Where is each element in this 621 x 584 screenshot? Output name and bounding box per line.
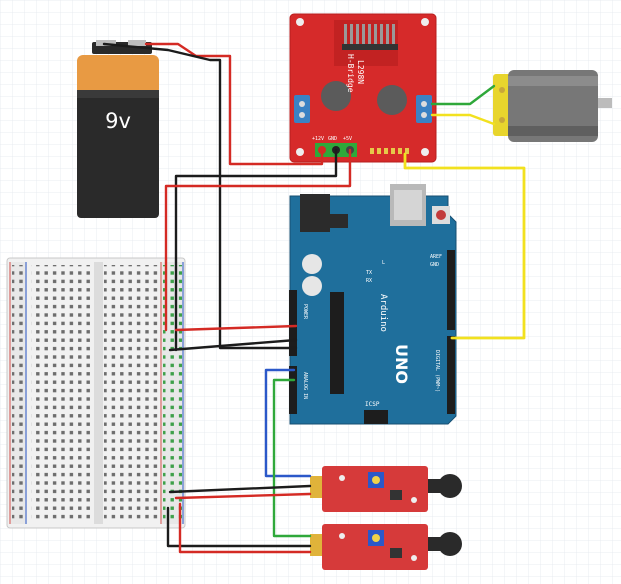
arduino-l: L: [382, 260, 385, 266]
hbridge-pin-5v: +5V: [343, 136, 352, 142]
ir-sensor-bottom: [310, 524, 462, 570]
wire-hbridge-gnd: [174, 148, 338, 352]
arduino-model: UNO: [392, 344, 411, 384]
hbridge-pin-12v: +12V: [312, 136, 324, 142]
hbridge-name-label: H-Bridge: [346, 54, 355, 93]
wire-sensor1-vcc: [174, 492, 312, 500]
arduino-icsp: ICSP: [365, 401, 380, 408]
wire-battery-positive: [144, 42, 324, 166]
wire-signal-yellow: [403, 152, 526, 340]
arduino-brand: Arduino: [378, 294, 388, 332]
wire-sensor2-gnd: [166, 506, 312, 548]
l298n-hbridge: L298N H-Bridge +12V GND +5V: [289, 13, 437, 163]
ir-sensor-top: [310, 466, 462, 512]
hbridge-pin-gnd: GND: [328, 136, 337, 142]
wire-sensor-blue: [264, 368, 312, 478]
wire-hbridge-5v: [164, 148, 352, 332]
arduino-rx: RX: [366, 278, 372, 284]
wire-battery-negative: [102, 42, 298, 350]
wire-sensor-green: [272, 378, 312, 538]
arduino-aref: AREF: [430, 254, 442, 260]
arduino-uno: Arduino UNO ICSP TX RX L POWER ANALOG IN…: [289, 184, 457, 425]
arduino-analog: ANALOG IN: [302, 372, 308, 399]
wire-sensor2-vcc: [178, 502, 312, 554]
wire-motor-yellow: [430, 113, 496, 126]
wire-sensor1-gnd: [168, 484, 312, 494]
wire-motor-green: [430, 84, 496, 106]
battery-label: 9v: [105, 109, 131, 133]
arduino-tx: TX: [366, 270, 372, 276]
wire-arduino-gnd: [168, 338, 298, 352]
arduino-power: POWER: [302, 304, 308, 320]
arduino-digital: DIGITAL (PWM~): [434, 350, 440, 392]
wire-arduino-5v: [174, 324, 298, 332]
breadboard: [6, 257, 186, 529]
hbridge-chip-label: L298N: [356, 60, 365, 84]
dc-motor: [493, 70, 612, 142]
battery-9v: 9v: [77, 40, 159, 218]
arduino-gnd: GND: [430, 262, 439, 268]
